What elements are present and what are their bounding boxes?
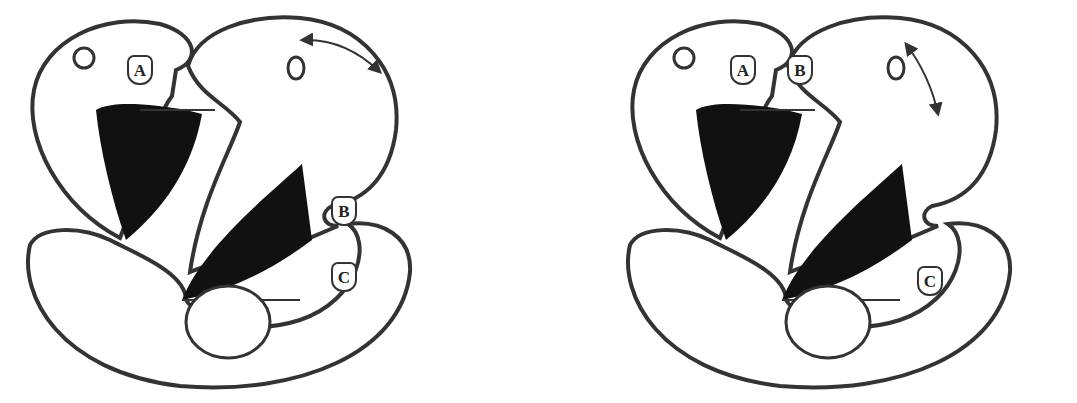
letter-badge: C [917, 266, 943, 296]
letter-badge: B [787, 55, 813, 85]
motion-arrow [906, 44, 938, 114]
part-letter: B [794, 62, 805, 79]
letter-badge: C [331, 262, 357, 292]
part-letter: C [924, 273, 936, 290]
part-letter: A [737, 62, 749, 79]
part-letter: C [338, 269, 350, 286]
letter-badge: A [127, 55, 153, 85]
part-letter: A [134, 62, 146, 79]
letter-badge: A [730, 55, 756, 85]
letter-badge: B [331, 196, 357, 226]
motion-arrow [302, 40, 380, 72]
part-letter: B [338, 203, 349, 220]
